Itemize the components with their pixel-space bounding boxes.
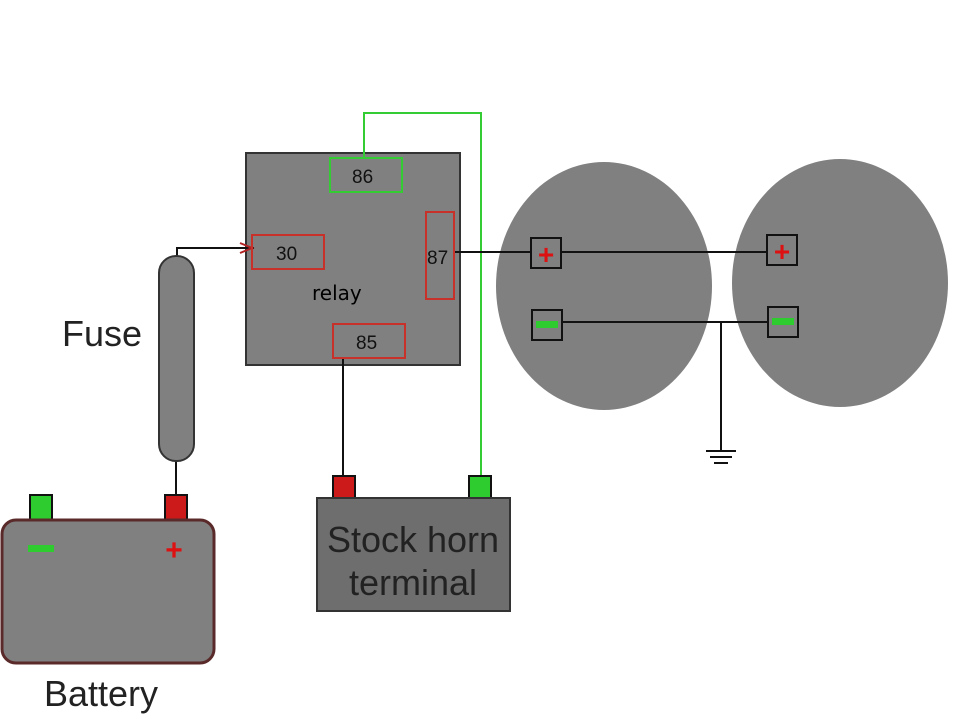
fuse-body	[158, 255, 195, 462]
pin-87-box	[425, 211, 455, 300]
pin-85-label: 85	[356, 333, 377, 354]
horn-left	[496, 162, 712, 410]
plus-icon: +	[538, 239, 554, 270]
pin-86-box	[329, 157, 403, 193]
wire-fuse-to-30	[176, 247, 254, 258]
wire-86-to-horn-terminal	[363, 112, 482, 476]
pin-87-label: 87	[427, 248, 448, 269]
battery-positive-post	[164, 494, 188, 521]
pin-85-box	[332, 323, 406, 359]
horn-right	[732, 159, 948, 407]
relay-label: relay	[312, 281, 362, 305]
horn-right-positive-terminal: +	[766, 234, 798, 267]
horn-terminal-label-line2: terminal	[349, 562, 477, 603]
battery-label: Battery	[44, 673, 158, 714]
battery-body	[0, 518, 216, 665]
battery-negative-post	[29, 494, 53, 521]
horn-terminal-label-line1: Stock horn	[327, 519, 499, 560]
minus-icon	[28, 545, 54, 552]
plus-icon: +	[165, 534, 183, 567]
fuse-label: Fuse	[62, 313, 142, 354]
stock-horn-terminal-box	[316, 497, 511, 612]
horn-terminal-green-post	[468, 475, 492, 499]
pin-30-label: 30	[276, 244, 297, 265]
horn-terminal-red-post	[332, 475, 356, 499]
horn-left-negative-terminal	[531, 309, 563, 341]
pin-86-label: 86	[352, 167, 373, 188]
minus-icon	[772, 318, 794, 325]
plus-icon: +	[774, 236, 790, 267]
minus-icon	[536, 321, 558, 328]
horn-right-negative-terminal	[767, 306, 799, 338]
ground-icon	[706, 450, 736, 464]
relay-body	[245, 152, 461, 366]
pin-30-box	[251, 234, 325, 270]
horn-left-positive-terminal: +	[530, 237, 562, 270]
